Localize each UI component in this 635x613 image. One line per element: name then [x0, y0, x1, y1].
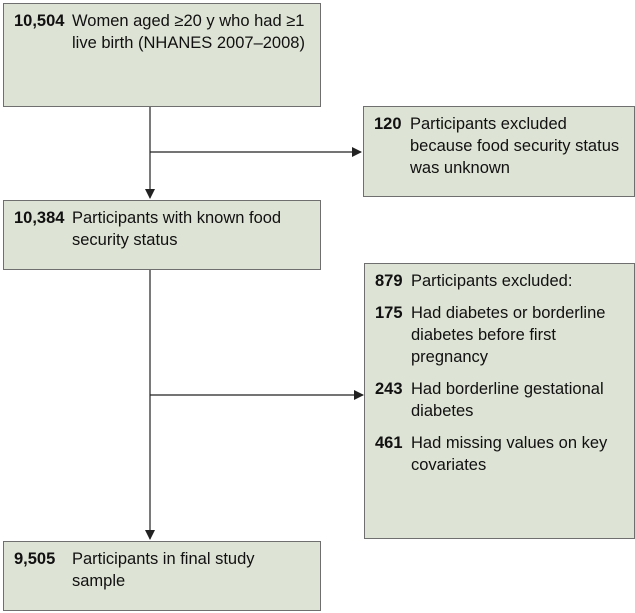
exclusion-item: 175 Had diabetes or borderline diabetes …: [375, 302, 626, 368]
final-sample-text: Participants in final study sample: [72, 550, 255, 590]
exclusion-criteria-box: 879 Participants excluded: 175 Had diabe…: [364, 263, 635, 539]
exclusion-item-count: 243: [375, 380, 403, 398]
exclusion-total-text: Participants excluded:: [411, 272, 573, 290]
known-status-count: 10,384: [14, 209, 65, 227]
exclusion-unknown-status-box: 120 Participants excluded because food s…: [363, 106, 635, 197]
exclusion-item-count: 175: [375, 304, 403, 322]
known-status-text: Participants with known food security st…: [72, 209, 282, 249]
start-population-text: Women aged ≥20 y who had ≥1 live birth (…: [72, 12, 305, 52]
start-population-entry: 10,504 Women aged ≥20 y who had ≥1 live …: [14, 10, 310, 54]
exclusion-item-text: Had borderline gestational diabetes: [411, 380, 604, 420]
exclusion-item-count: 461: [375, 434, 403, 452]
start-population-box: 10,504 Women aged ≥20 y who had ≥1 live …: [3, 3, 321, 107]
known-status-box: 10,384 Participants with known food secu…: [3, 200, 321, 270]
exclusion-total-count: 879: [375, 272, 403, 290]
final-sample-box: 9,505 Participants in final study sample: [3, 541, 321, 611]
start-population-count: 10,504: [14, 12, 65, 30]
exclusion-item-text: Had missing values on key covariates: [411, 434, 608, 474]
exclusion-unknown-status-text: Participants excluded because food secur…: [410, 115, 620, 177]
exclusion-item: 243 Had borderline gestational diabetes: [375, 378, 626, 422]
exclusion-item: 461 Had missing values on key covariates: [375, 432, 626, 476]
final-sample-entry: 9,505 Participants in final study sample: [14, 548, 310, 592]
final-sample-count: 9,505: [14, 550, 56, 568]
exclusion-unknown-status-entry: 120 Participants excluded because food s…: [374, 113, 626, 179]
known-status-entry: 10,384 Participants with known food secu…: [14, 207, 310, 251]
exclusion-unknown-status-count: 120: [374, 115, 402, 133]
exclusion-item-text: Had diabetes or borderline diabetes befo…: [411, 304, 606, 366]
exclusion-criteria-header: 879 Participants excluded:: [375, 270, 626, 292]
